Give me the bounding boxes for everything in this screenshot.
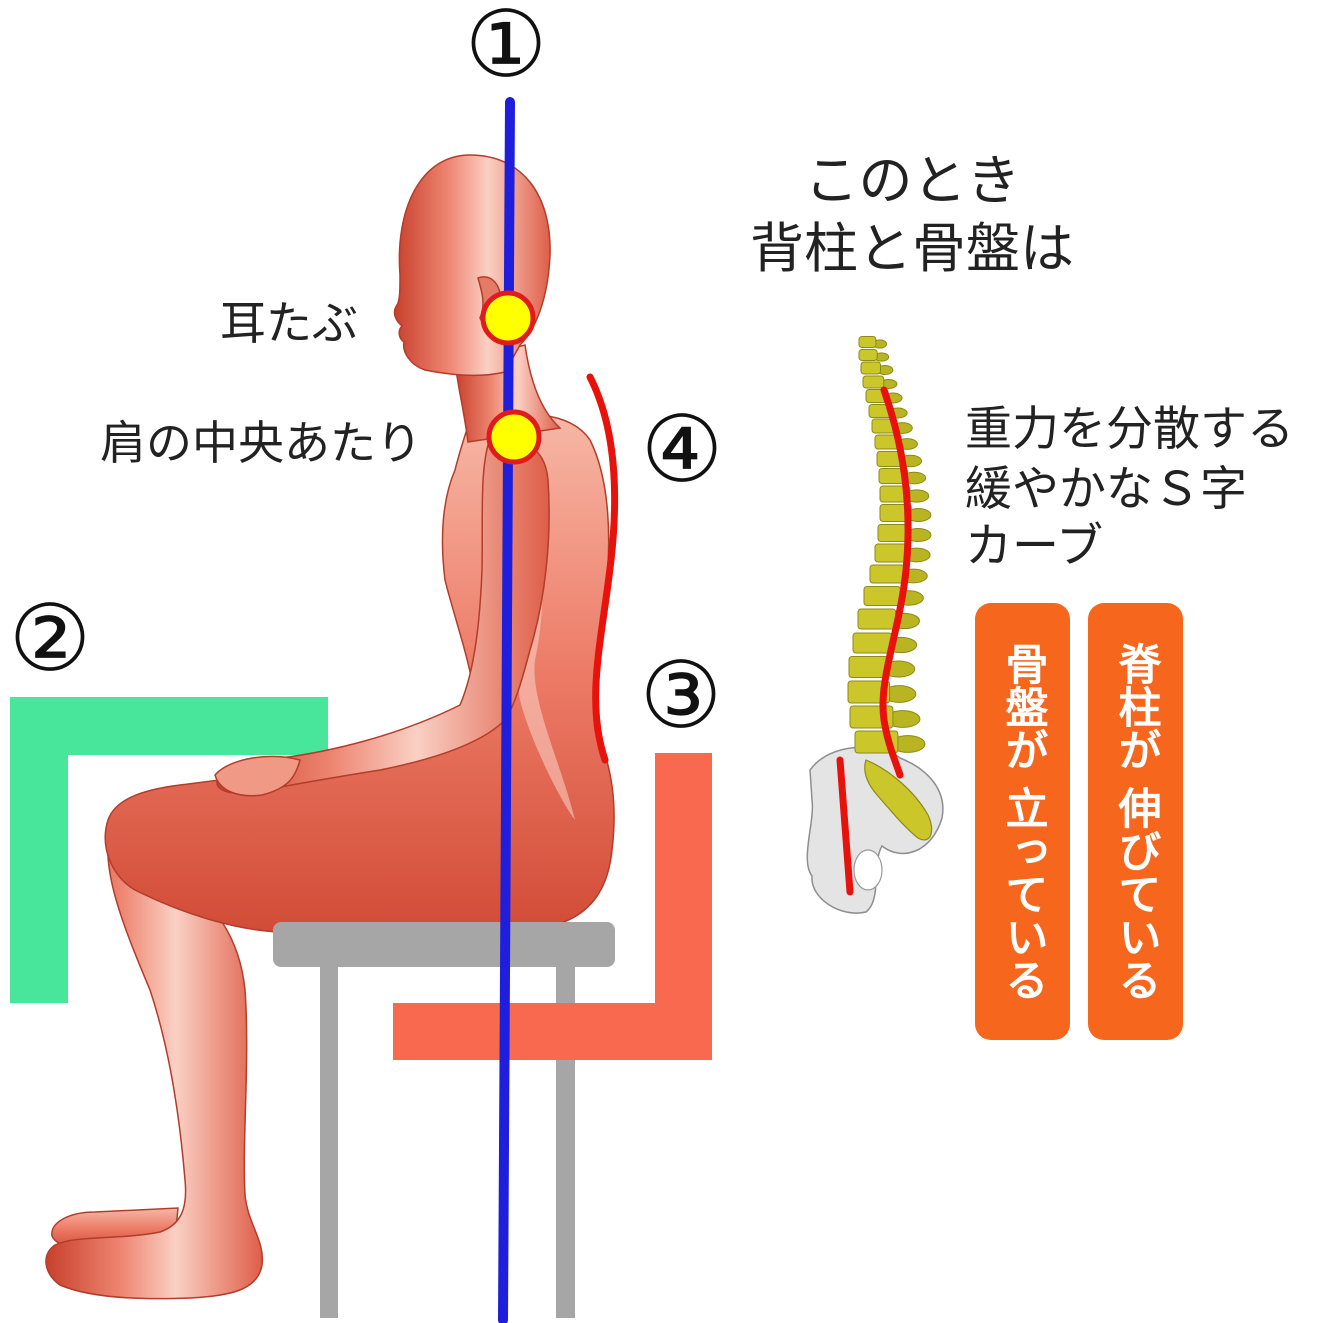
heading-line-1: このとき xyxy=(760,154,1065,208)
vertebra xyxy=(863,376,884,388)
shoulder-center-label: 肩の中央あたり xyxy=(100,420,422,466)
vertebra xyxy=(870,565,905,583)
plumb-line xyxy=(503,102,510,1320)
earlobe-label: 耳たぶ xyxy=(220,300,358,346)
pelvis-badge: 骨盤が 立っている xyxy=(975,603,1070,1040)
marker-4: ④ xyxy=(622,404,742,496)
spine-badge-text: 脊柱が 伸びている xyxy=(1114,642,1157,1001)
spine-badge: 脊柱が 伸びている xyxy=(1088,603,1183,1040)
stool-seat xyxy=(273,922,615,967)
shoulder-marker xyxy=(489,412,539,462)
marker-2: ② xyxy=(0,593,110,685)
pelvis-foramen xyxy=(854,850,882,890)
earlobe-marker xyxy=(483,293,533,343)
stool xyxy=(273,922,615,1318)
vertebra xyxy=(861,362,881,374)
curve-note-line-3: カーブ xyxy=(965,523,1103,570)
curve-note-line-1: 重力を分散する xyxy=(965,406,1294,453)
vertebra xyxy=(858,609,896,629)
spine-pelvis-illustration xyxy=(807,337,943,914)
pelvis-badge-text: 骨盤が 立っている xyxy=(1001,642,1044,1001)
stool-leg-left xyxy=(320,965,338,1318)
vertebra xyxy=(859,350,877,361)
curve-note-line-2: 緩やかなＳ字 xyxy=(965,466,1247,513)
vertebra xyxy=(859,337,876,348)
marker-3: ③ xyxy=(621,650,741,742)
heading-line-2: 背柱と骨盤は xyxy=(750,222,1074,276)
vertebra xyxy=(853,633,892,653)
head xyxy=(395,155,551,375)
vertebra xyxy=(864,587,900,606)
marker-1: ① xyxy=(446,0,566,91)
